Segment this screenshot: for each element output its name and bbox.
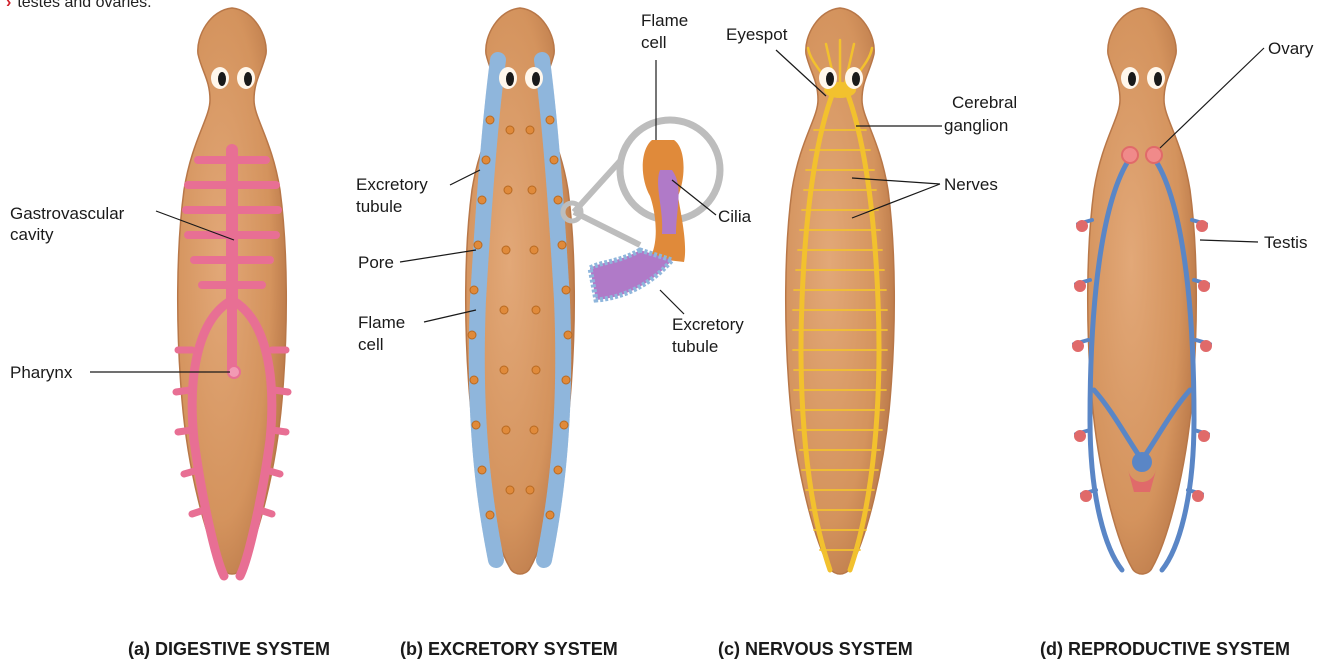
genital-pore — [1132, 452, 1152, 472]
panel-reproductive: Ovary Testis (d) REPRODUCTIVE SYSTEM — [1040, 8, 1314, 659]
panel-nervous: Eyespot Cerebral ganglion Nerves (c) NER… — [718, 8, 1017, 659]
label-cell: cell — [358, 335, 384, 354]
label-pharynx: Pharynx — [10, 363, 73, 382]
leader-testis — [1200, 240, 1258, 242]
label-flame: Flame — [358, 313, 405, 332]
caption-digestive: (a) DIGESTIVE SYSTEM — [128, 639, 330, 659]
label-inset-flame: Flame — [641, 11, 688, 30]
label-inset-tubule: tubule — [672, 337, 718, 356]
caption-nervous: (c) NERVOUS SYSTEM — [718, 639, 913, 659]
label-inset-excretory: Excretory — [672, 315, 744, 334]
label-cilia: Cilia — [718, 207, 752, 226]
caption-excretory: (b) EXCRETORY SYSTEM — [400, 639, 618, 659]
label-gastrovascular: Gastrovascular — [10, 204, 125, 223]
inset-tubule — [590, 250, 672, 300]
label-inset-cell: cell — [641, 33, 667, 52]
label-testis: Testis — [1264, 233, 1307, 252]
label-tubule: tubule — [356, 197, 402, 216]
leader-inset-tubule — [660, 290, 684, 314]
label-cavity: cavity — [10, 225, 54, 244]
label-cerebral: Cerebral — [952, 93, 1017, 112]
label-excretory: Excretory — [356, 175, 428, 194]
label-nerves: Nerves — [944, 175, 998, 194]
label-ganglion: ganglion — [944, 116, 1008, 135]
panel-digestive: Gastrovascular cavity Pharynx (a) DIGEST… — [10, 8, 330, 659]
panel-excretory: Excretory tubule Pore Flame cell Flame c… — [356, 8, 752, 659]
leader-ovary — [1160, 48, 1264, 148]
label-pore: Pore — [358, 253, 394, 272]
label-ovary: Ovary — [1268, 39, 1314, 58]
leader-pore — [400, 250, 476, 262]
flame-cell-inset — [563, 120, 720, 300]
label-eyespot: Eyespot — [726, 25, 788, 44]
caption-reproductive: (d) REPRODUCTIVE SYSTEM — [1040, 639, 1290, 659]
